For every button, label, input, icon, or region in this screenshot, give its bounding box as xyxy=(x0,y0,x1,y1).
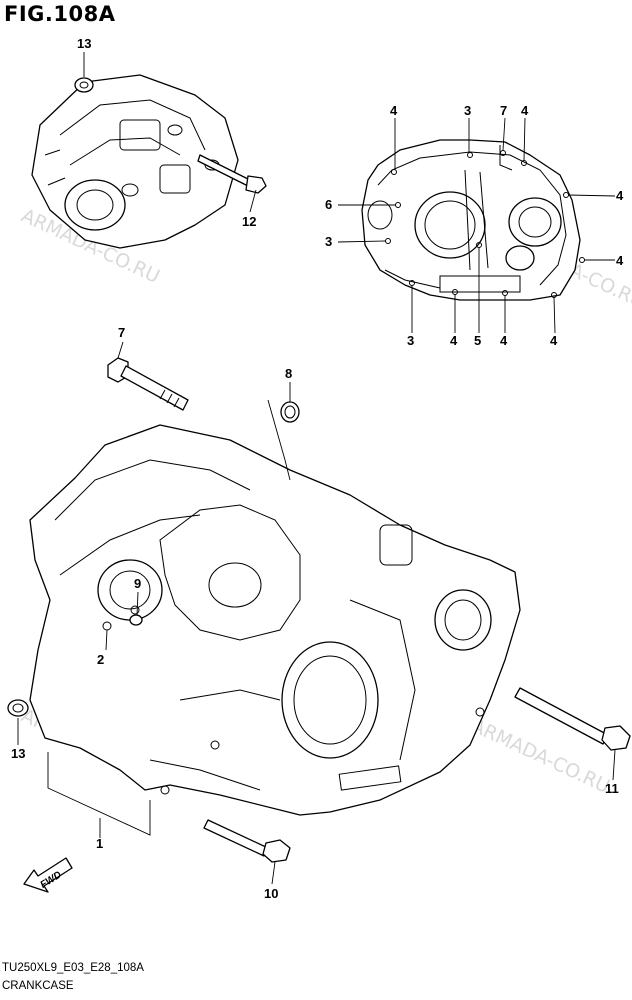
bolt-10 xyxy=(203,819,291,863)
callout-inset-4-g: 4 xyxy=(550,333,558,348)
callout-inset-3-c: 3 xyxy=(407,333,414,348)
callout-2: 2 xyxy=(97,652,104,667)
callout-10: 10 xyxy=(264,886,278,901)
cap-13-lower xyxy=(7,699,29,717)
callout-8: 8 xyxy=(285,366,292,381)
figure-section-name: CRANKCASE xyxy=(2,980,74,992)
dowel-pin-9 xyxy=(129,614,143,626)
main-crankcase xyxy=(29,424,521,816)
bolt-7 xyxy=(107,357,189,411)
callout-11: 11 xyxy=(605,781,619,796)
callout-9: 9 xyxy=(134,576,141,591)
callout-inset-4-f: 4 xyxy=(500,333,508,348)
bolt-12 xyxy=(197,154,267,194)
callout-inset-4-a: 4 xyxy=(390,103,398,118)
leader-lines xyxy=(17,52,616,885)
o-ring-8 xyxy=(280,401,300,423)
callout-13-upper: 13 xyxy=(77,36,91,51)
upper-left-crankcase-half xyxy=(31,74,267,249)
callout-13-lower: 13 xyxy=(11,746,25,761)
callout-12: 12 xyxy=(242,214,256,229)
callout-1: 1 xyxy=(96,836,103,851)
callout-inset-4-b: 4 xyxy=(521,103,529,118)
forward-direction-arrow: FWD xyxy=(23,857,73,893)
callout-inset-4-e: 4 xyxy=(450,333,458,348)
callout-7: 7 xyxy=(118,325,125,340)
callouts: 13 12 4 3 7 4 4 4 6 3 3 4 5 4 4 7 8 9 2 … xyxy=(11,36,624,901)
callout-inset-6: 6 xyxy=(325,197,332,212)
callout-inset-4-d: 4 xyxy=(616,253,624,268)
cap-13-upper xyxy=(74,77,94,93)
figure-title: FIG.108A xyxy=(4,2,116,26)
inset-crankcase-face xyxy=(361,139,585,301)
figure-model-code: TU250XL9_E03_E28_108A xyxy=(2,962,144,974)
bolt-11 xyxy=(514,687,631,751)
callout-inset-3-a: 3 xyxy=(464,103,471,118)
callout-inset-3-b: 3 xyxy=(325,234,332,249)
callout-inset-5: 5 xyxy=(474,333,481,348)
callout-inset-4-c: 4 xyxy=(616,188,624,203)
callout-inset-7: 7 xyxy=(500,103,507,118)
